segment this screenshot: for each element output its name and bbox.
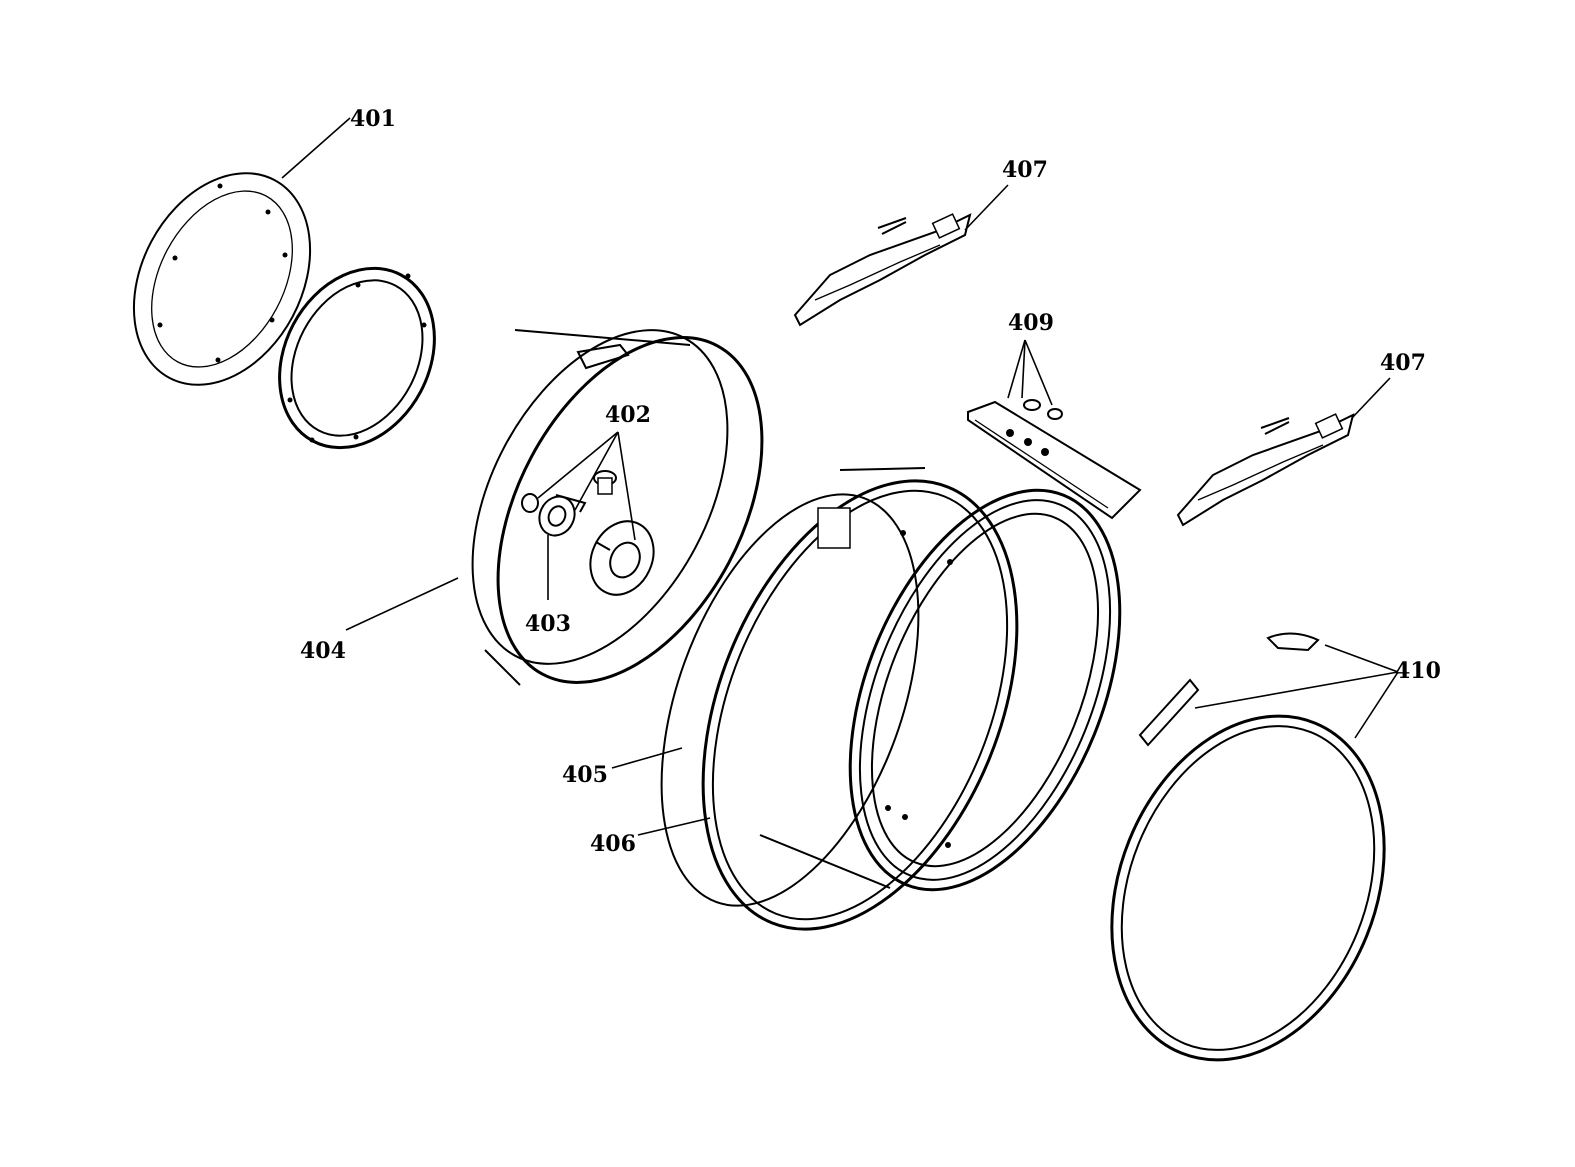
callout-409: 409 bbox=[1008, 310, 1054, 336]
callout-401: 401 bbox=[350, 106, 396, 132]
part-403-bearing bbox=[538, 494, 587, 537]
part-407-roller-bottom bbox=[1176, 413, 1355, 527]
part-410-seal bbox=[1110, 632, 1386, 1062]
part-402-bolts bbox=[521, 470, 655, 596]
callout-407-top: 407 bbox=[1002, 157, 1048, 183]
part-409-bracket bbox=[967, 399, 1142, 520]
part-401-gasket-ring bbox=[278, 266, 436, 450]
leader-lines bbox=[281, 117, 1399, 836]
callout-410: 410 bbox=[1395, 658, 1441, 684]
part-401-outer-ring bbox=[132, 172, 312, 386]
part-407-roller-top bbox=[793, 213, 972, 327]
callout-406: 406 bbox=[590, 831, 636, 857]
part-404-rear-panel bbox=[471, 329, 764, 686]
callout-402: 402 bbox=[605, 402, 651, 428]
part-405-drum bbox=[660, 467, 1019, 931]
callout-405: 405 bbox=[562, 762, 608, 788]
callout-407-bottom: 407 bbox=[1380, 350, 1426, 376]
part-406-front-ring bbox=[848, 488, 1122, 892]
callout-404: 404 bbox=[300, 638, 346, 664]
callout-403: 403 bbox=[525, 611, 571, 637]
